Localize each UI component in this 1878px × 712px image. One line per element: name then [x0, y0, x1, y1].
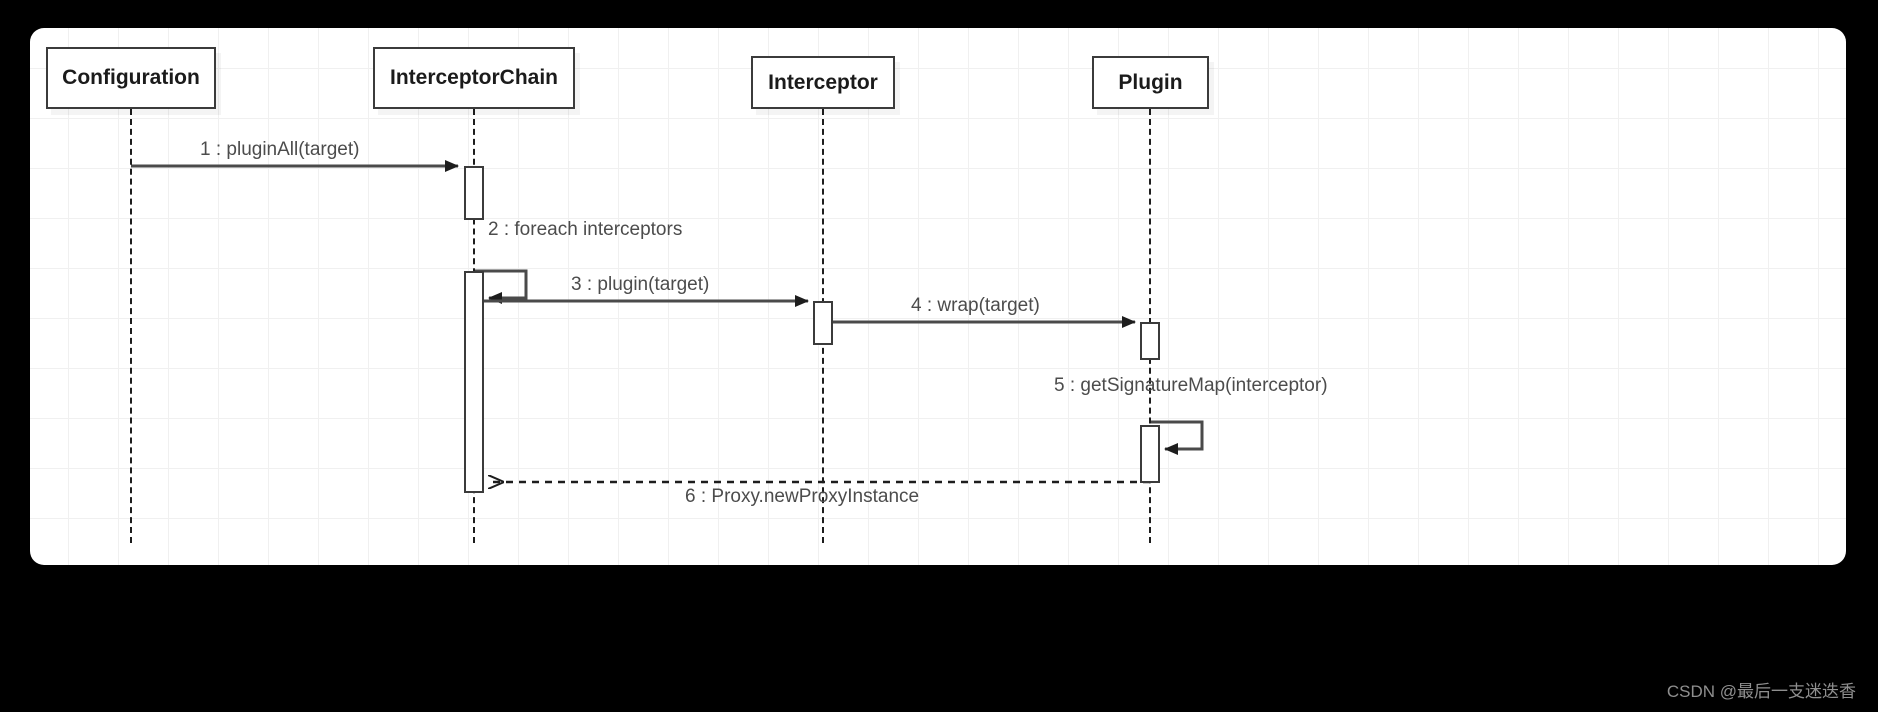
- message-label-2: 2 : foreach interceptors: [488, 219, 683, 240]
- participant-label: InterceptorChain: [389, 66, 559, 89]
- message-label-5: 5 : getSignatureMap(interceptor): [1054, 375, 1328, 396]
- activation-bar-plugin-4: [1140, 322, 1160, 360]
- message-arrow-5: [1150, 420, 1204, 455]
- diagram-vectors: [131, 160, 1204, 565]
- participant-box-interceptor[interactable]: Interceptor: [751, 56, 895, 109]
- message-arrow-2: [474, 269, 528, 304]
- message-label-6: 6 : Proxy.newProxyInstance: [685, 486, 920, 507]
- participant-box-interceptorchain[interactable]: InterceptorChain: [373, 47, 575, 109]
- activation-bar-interceptorchain-2: [464, 271, 484, 493]
- background-grid: [30, 28, 1846, 565]
- participant-label: Plugin: [1118, 70, 1183, 94]
- lifeline-configuration: [130, 109, 132, 543]
- participant-label: Configuration: [62, 66, 200, 89]
- message-label-1: 1 : pluginAll(target): [200, 139, 360, 160]
- message-label-4: 4 : wrap(target): [911, 295, 1040, 316]
- message-label-3: 3 : plugin(target): [571, 274, 710, 295]
- csdn-watermark: CSDN @最后一支迷迭香: [1666, 682, 1856, 701]
- diagram-canvas[interactable]: Configuration InterceptorChain Interceptor…: [30, 28, 1846, 565]
- participant-label: Interceptor: [768, 70, 878, 94]
- participant-box-plugin[interactable]: Plugin: [1092, 56, 1209, 109]
- participant-box-configuration[interactable]: Configuration: [46, 47, 216, 109]
- activation-bar-interceptor-3: [813, 301, 833, 345]
- activation-bar-interceptorchain-1: [464, 166, 484, 220]
- activation-bar-plugin-5: [1140, 425, 1160, 483]
